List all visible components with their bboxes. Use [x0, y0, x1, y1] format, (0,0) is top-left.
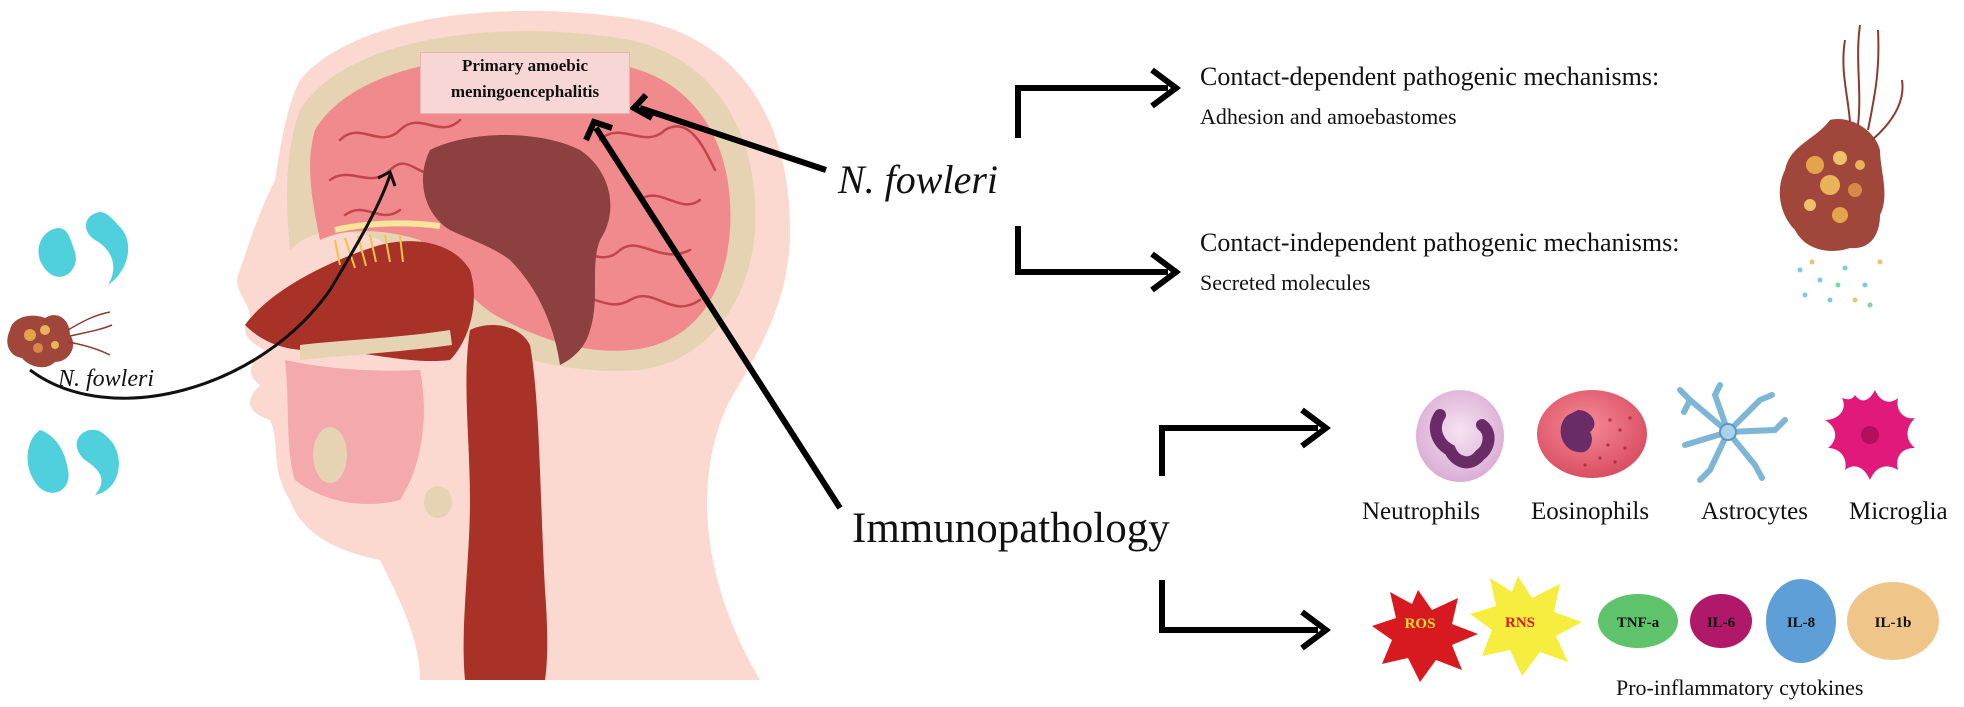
ros-label: ROS	[1405, 616, 1436, 632]
cell-label-eosinophils: Eosinophils	[1531, 498, 1649, 526]
eosinophil-icon	[1537, 390, 1647, 478]
jaw-bone	[313, 427, 347, 483]
cytokine-il1b-icon: IL-1b	[1847, 582, 1939, 660]
amoeba-left-icon	[7, 312, 112, 367]
brain-condition-label: Primary amoebic meningoencephalitis	[420, 52, 630, 114]
mechanism-2-title: Contact-independent pathogenic mechanism…	[1200, 228, 1679, 258]
immuno-arrows	[1162, 410, 1326, 648]
neutrophil-icon	[1416, 390, 1504, 482]
brain-label-line1: Primary amoebic	[421, 53, 629, 79]
cytokine-il1b-label: IL-1b	[1875, 615, 1912, 631]
amoeba-right-icon	[1780, 25, 1903, 308]
pathogen-center-label: N. fowleri	[838, 156, 998, 203]
cytokine-il6-label: IL-6	[1707, 615, 1736, 631]
mechanism-1-detail: Adhesion and amoebastomes	[1200, 104, 1457, 130]
mouth-region	[285, 360, 424, 504]
brain-label-line2: meningoencephalitis	[421, 79, 629, 105]
cytokine-tnf-icon: TNF-a	[1598, 594, 1678, 648]
cell-label-astrocytes: Astrocytes	[1701, 498, 1808, 526]
rns-label: RNS	[1505, 615, 1535, 631]
mechanism-2-detail: Secreted molecules	[1200, 270, 1370, 296]
cytokine-il8-icon: IL-8	[1766, 579, 1836, 663]
pathogen-left-label: N. fowleri	[58, 366, 154, 393]
cell-label-neutrophils: Neutrophils	[1362, 498, 1480, 526]
mechanism-1-title: Contact-dependent pathogenic mechanisms:	[1200, 62, 1659, 92]
cell-label-microglia: Microglia	[1849, 498, 1948, 526]
rns-star-icon: RNS	[1470, 576, 1582, 676]
cytokine-caption: Pro-inflammatory cytokines	[1616, 675, 1863, 701]
cytokine-tnf-label: TNF-a	[1617, 615, 1660, 631]
microglia-icon	[1825, 390, 1915, 480]
astrocyte-icon	[1680, 385, 1785, 480]
droplet-icon	[86, 212, 128, 285]
droplet-icon	[28, 430, 69, 493]
cytokine-il6-icon: IL-6	[1690, 594, 1752, 648]
ros-star-icon: ROS	[1372, 590, 1478, 682]
droplet-icon	[39, 228, 76, 277]
cytokine-il8-label: IL-8	[1787, 615, 1815, 631]
mechanism-arrows	[1018, 70, 1176, 290]
droplet-icon	[77, 430, 119, 495]
hyoid-bone	[424, 486, 452, 518]
immunopathology-label: Immunopathology	[852, 504, 1170, 553]
